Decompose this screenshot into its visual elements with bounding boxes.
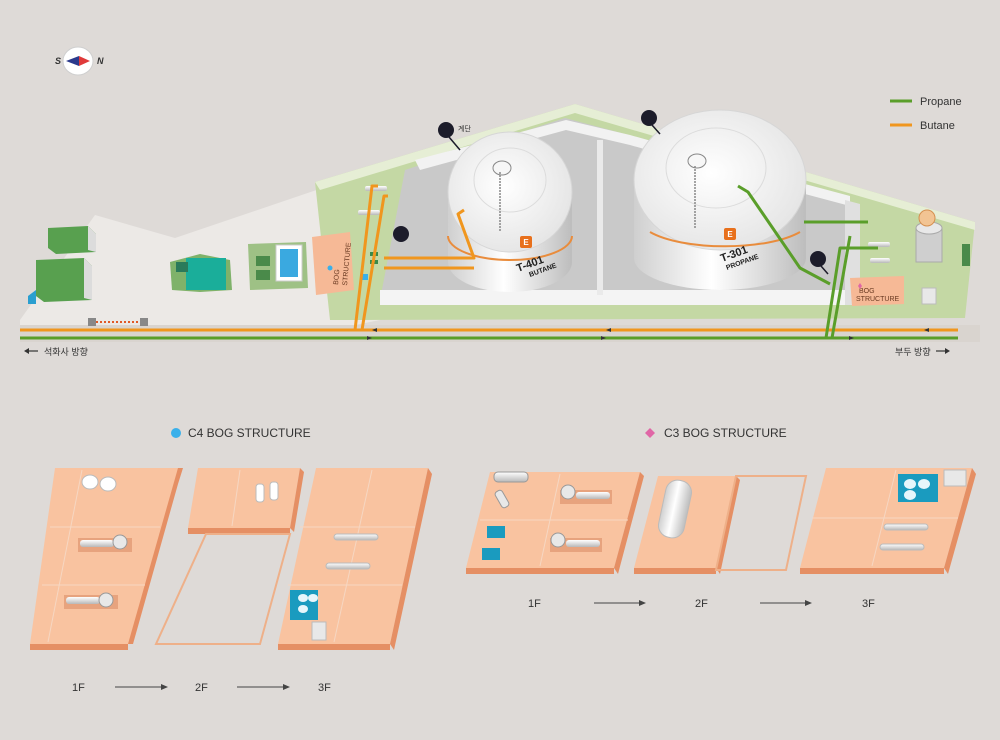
flare-tip — [919, 210, 935, 226]
pump-unit — [256, 270, 270, 280]
c3-arrowhead — [639, 600, 646, 606]
legend-butane-label: Butane — [920, 120, 955, 132]
exchanger-port — [298, 594, 308, 602]
right-rack — [962, 244, 970, 266]
compressor-motor — [99, 593, 113, 607]
c4-section: C4 BOG STRUCTURE — [30, 426, 432, 694]
compressor-body — [566, 540, 600, 547]
tank-t301: E T-301 PROPANE — [634, 110, 806, 290]
bog-label-right-line2: STRUCTURE — [856, 296, 899, 303]
exchanger-port — [918, 479, 930, 489]
c4-floor-label-1f: 1F — [72, 682, 85, 694]
tank-t301-badge-letter: E — [727, 230, 733, 239]
pin-tank-t301 — [641, 110, 657, 126]
stairs-label: 계단 — [458, 124, 471, 133]
platform-edge-front — [800, 568, 944, 574]
exchanger-port — [904, 479, 916, 489]
tank-t401-manhole — [493, 161, 511, 175]
horizontal-vessel — [880, 544, 924, 550]
exchanger-port — [298, 605, 308, 613]
compass-south-label: S — [55, 56, 61, 66]
platform-surface — [188, 468, 300, 528]
c4-floor-2f-platform — [156, 468, 304, 644]
tank-t301-manhole — [688, 154, 706, 168]
platform-edge-front — [466, 568, 614, 574]
direction-left-arrowhead — [24, 348, 29, 354]
small-shed — [922, 288, 936, 304]
platform-edge-front — [30, 644, 128, 650]
c3-floor-2f-platform — [634, 476, 806, 574]
c3-floor-label-2f: 2F — [695, 598, 708, 610]
horizontal-vessel — [884, 524, 928, 530]
compressor-motor — [561, 485, 575, 499]
utility-unit-small — [176, 262, 188, 272]
small-cabinet — [944, 470, 966, 486]
legend-propane-label: Propane — [920, 96, 962, 108]
filter-vessel — [270, 482, 278, 500]
direction-right-label: 부두 방향 — [895, 346, 931, 357]
teal-pump-box — [487, 526, 505, 538]
c3-floor-label-3f: 3F — [862, 598, 875, 610]
compressor-motor — [113, 535, 127, 549]
tank-t301-roof — [634, 110, 806, 250]
c4-floor-label-3f: 3F — [318, 682, 331, 694]
teal-heat-exchanger — [898, 474, 938, 502]
building-roof-green — [36, 258, 92, 302]
small-cabinet — [312, 622, 326, 640]
c3-title: C3 BOG STRUCTURE — [664, 426, 787, 440]
dike-wall-front — [380, 290, 845, 305]
c4-floor-3f-platform — [278, 468, 432, 650]
tank-t401-badge-letter: E — [523, 238, 529, 247]
legend: Propane Butane — [890, 96, 962, 132]
exchanger-port — [904, 490, 916, 500]
direction-right-arrowhead — [945, 348, 950, 354]
c3-marker — [645, 428, 655, 438]
compass-north-label: N — [97, 56, 104, 66]
water-tank-small — [28, 290, 36, 304]
gate-post-right — [140, 318, 148, 326]
horizontal-vessel — [334, 534, 378, 540]
compressor-motor — [551, 533, 565, 547]
pin-stairs — [438, 122, 454, 138]
pin-bog-left — [393, 226, 409, 242]
pump-unit — [256, 256, 270, 266]
c4-marker-site — [328, 266, 333, 271]
knockout-drum — [494, 472, 528, 482]
direction-labels: 석화사 방향 부두 방향 — [24, 346, 950, 357]
platform-edge-front — [634, 568, 716, 574]
teal-pump-box — [482, 548, 500, 560]
c4-arrowhead — [161, 684, 168, 690]
c4-title: C4 BOG STRUCTURE — [188, 426, 311, 440]
drum-vessel — [100, 477, 116, 491]
c3-floor-3f-platform — [800, 468, 976, 574]
water-pool — [280, 249, 298, 277]
filter-vessel — [256, 484, 264, 502]
drum-vessel — [82, 475, 98, 489]
bog-label-left-line1: BOG — [333, 269, 341, 285]
c4-marker — [171, 428, 181, 438]
pipe-support — [868, 242, 890, 247]
c4-floor-1f-platform — [30, 468, 183, 650]
utility-unit-teal — [186, 258, 226, 290]
compressor-body — [66, 597, 100, 604]
c3-floor-1f-platform — [466, 472, 644, 574]
c4-floor-label-2f: 2F — [195, 682, 208, 694]
horizontal-vessel — [326, 563, 370, 569]
compressor-body — [576, 492, 610, 499]
c4-arrowhead — [283, 684, 290, 690]
bog-label-right-line1: BOG — [859, 288, 875, 295]
pipe-support — [870, 258, 890, 263]
direction-left-label: 석화사 방향 — [44, 346, 88, 357]
c3-floor-label-1f: 1F — [528, 598, 541, 610]
compass: S N — [55, 47, 104, 75]
floor-outline-open — [156, 534, 290, 644]
c3-section: C3 BOG STRUCTURE — [466, 426, 976, 610]
compressor-body — [80, 540, 114, 547]
c3-arrowhead — [805, 600, 812, 606]
gate-post-left — [88, 318, 96, 326]
platform-edge-front — [278, 644, 390, 650]
pin-bog-right — [810, 251, 826, 267]
exchanger-port — [308, 594, 318, 602]
